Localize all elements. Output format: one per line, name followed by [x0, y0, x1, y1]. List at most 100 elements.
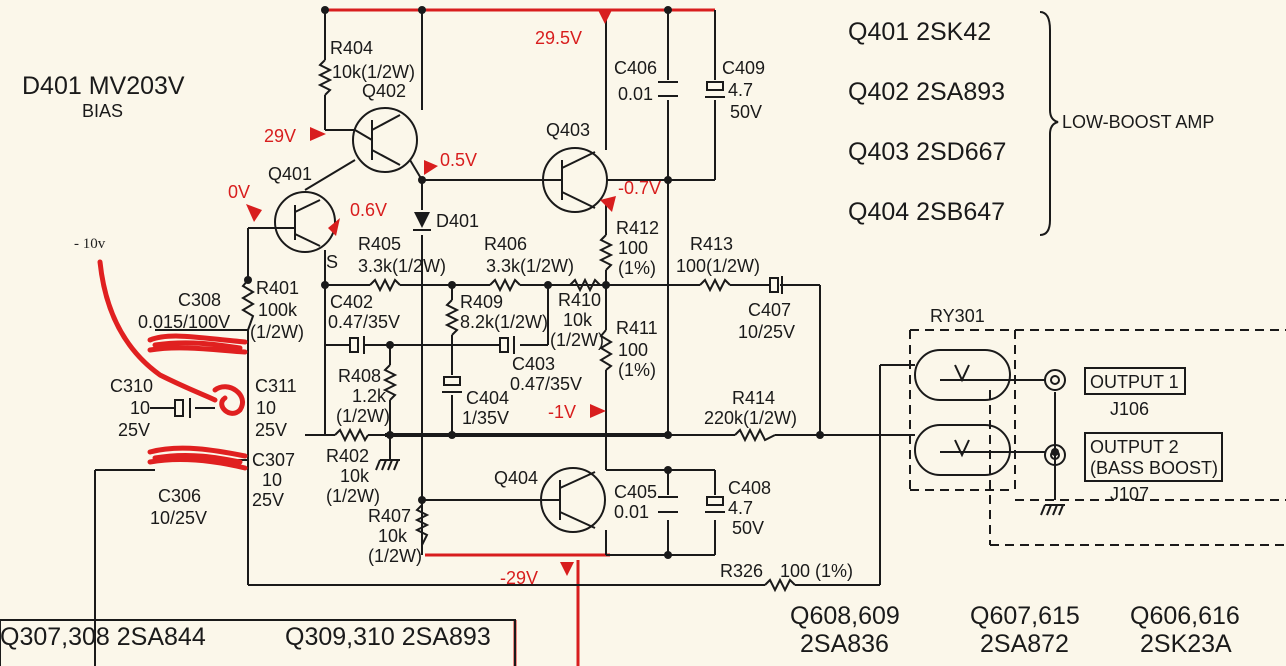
voltage-neg1v: -1V	[548, 402, 576, 422]
resistor-r406	[489, 277, 521, 293]
r410-value1: 10k	[563, 310, 593, 330]
r412-value1: 100	[618, 238, 648, 258]
arrow-29-5v	[598, 10, 612, 24]
c405-value: 0.01	[614, 502, 649, 522]
resistor-r409	[444, 299, 460, 336]
r411-value2: (1%)	[618, 360, 656, 380]
r406-label: R406	[484, 234, 527, 254]
r412-value2: (1%)	[618, 258, 656, 278]
output2-label-line1: OUTPUT 2	[1090, 437, 1179, 457]
r414-label: R414	[732, 388, 775, 408]
capacitor-symbols	[174, 81, 783, 513]
arrow-neg0-7v	[600, 196, 616, 212]
transistor-q402-symbol	[352, 107, 418, 173]
resistor-r412	[598, 234, 614, 271]
q401-label: Q401	[268, 164, 312, 184]
bottom-q309-label: Q309,310 2SA893	[285, 623, 491, 651]
handwritten-note: - 10v	[74, 236, 106, 252]
q404-list: Q404 2SB647	[848, 198, 1005, 226]
r404-label: R404	[330, 38, 373, 58]
handwritten-arrow	[97, 259, 218, 403]
ry301-label: RY301	[930, 306, 985, 326]
handwritten-annotation	[97, 259, 248, 471]
transistor-q401-symbol	[274, 191, 336, 253]
c405-label: C405	[614, 482, 657, 502]
output-jacks	[1044, 367, 1223, 482]
r410-value2: (1/2W)	[550, 330, 604, 350]
voltage-29v: 29V	[264, 126, 296, 146]
resistor-r407	[414, 504, 430, 546]
c310-label: C310	[110, 376, 153, 396]
c408-value2: 50V	[732, 518, 764, 538]
bottom-q607-part: 2SA872	[980, 630, 1069, 658]
d401-bias: BIAS	[82, 101, 123, 121]
r402-value1: 10k	[340, 466, 370, 486]
resistor-r401	[241, 279, 255, 331]
c308-label: C308	[178, 290, 221, 310]
c409-value2: 50V	[730, 102, 762, 122]
c308-value: 0.015/100V	[138, 312, 230, 332]
r413-value: 100(1/2W)	[676, 256, 760, 276]
r408-label: R408	[338, 366, 381, 386]
j107-label: J107	[1110, 484, 1149, 504]
c306-label: C306	[158, 486, 201, 506]
r409-label: R409	[460, 292, 503, 312]
transistor-q403-symbol	[542, 147, 608, 213]
voltage-29-5v: 29.5V	[535, 28, 582, 48]
voltage-neg29v: -29V	[500, 568, 538, 588]
d401-label: D401	[436, 211, 479, 231]
resistor-symbols	[241, 59, 796, 593]
voltage-neg0-7v: -0.7V	[618, 178, 661, 198]
c310-value1: 10	[130, 398, 150, 418]
j106-label: J106	[1110, 399, 1149, 419]
transistor-q404-symbol	[540, 467, 606, 533]
arrow-0-5v	[424, 160, 438, 175]
r413-label: R413	[690, 234, 733, 254]
r414-value: 220k(1/2W)	[704, 408, 797, 428]
wiring	[94, 10, 1286, 666]
resistor-r410	[569, 277, 601, 293]
junction-dots	[244, 6, 1059, 559]
c311-value2: 25V	[255, 420, 287, 440]
voltage-markers	[246, 10, 616, 576]
voltage-0-6v: 0.6V	[350, 200, 387, 220]
arrow-0v	[246, 204, 262, 222]
c311-value1: 10	[256, 398, 276, 418]
resistor-r413	[699, 277, 731, 293]
bottom-q608-label: Q608,609	[790, 602, 900, 630]
r326-label: R326	[720, 561, 763, 581]
c407-label: C407	[748, 300, 791, 320]
r410-label: R410	[558, 290, 601, 310]
c403-label: C403	[512, 354, 555, 374]
resistor-r408	[382, 364, 398, 401]
resistor-r326	[764, 577, 796, 593]
c404-label: C404	[466, 388, 509, 408]
r405-label: R405	[358, 234, 401, 254]
arrow-neg29v	[560, 562, 574, 576]
r406-value: 3.3k(1/2W)	[486, 256, 574, 276]
c402-value: 0.47/35V	[328, 312, 400, 332]
c310-value2: 25V	[118, 420, 150, 440]
c406-value: 0.01	[618, 84, 653, 104]
r401-label: R401	[256, 278, 299, 298]
q403-list: Q403 2SD667	[848, 138, 1006, 166]
r407-value1: 10k	[378, 526, 408, 546]
c404-value: 1/35V	[462, 408, 509, 428]
bottom-q606-label: Q606,616	[1130, 602, 1240, 630]
c306-value: 10/25V	[150, 508, 207, 528]
r409-value: 8.2k(1/2W)	[460, 312, 548, 332]
r404-value: 10k(1/2W)	[332, 62, 415, 82]
r407-label: R407	[368, 506, 411, 526]
ground-symbols	[375, 459, 1065, 516]
r405-value: 3.3k(1/2W)	[358, 256, 446, 276]
c408-value1: 4.7	[728, 498, 753, 518]
bracket	[1039, 11, 1059, 236]
r408-value2: (1/2W)	[336, 406, 390, 426]
resistor-r405	[369, 277, 401, 293]
c402-label: C402	[330, 292, 373, 312]
r411-value1: 100	[618, 340, 648, 360]
text-labels: D401 MV203V BIAS Q401 2SK42 Q402 2SA893 …	[0, 18, 1240, 658]
bottom-q307-label: Q307,308 2SA844	[0, 623, 206, 651]
c407-value: 10/25V	[738, 322, 795, 342]
q402-list: Q402 2SA893	[848, 78, 1005, 106]
